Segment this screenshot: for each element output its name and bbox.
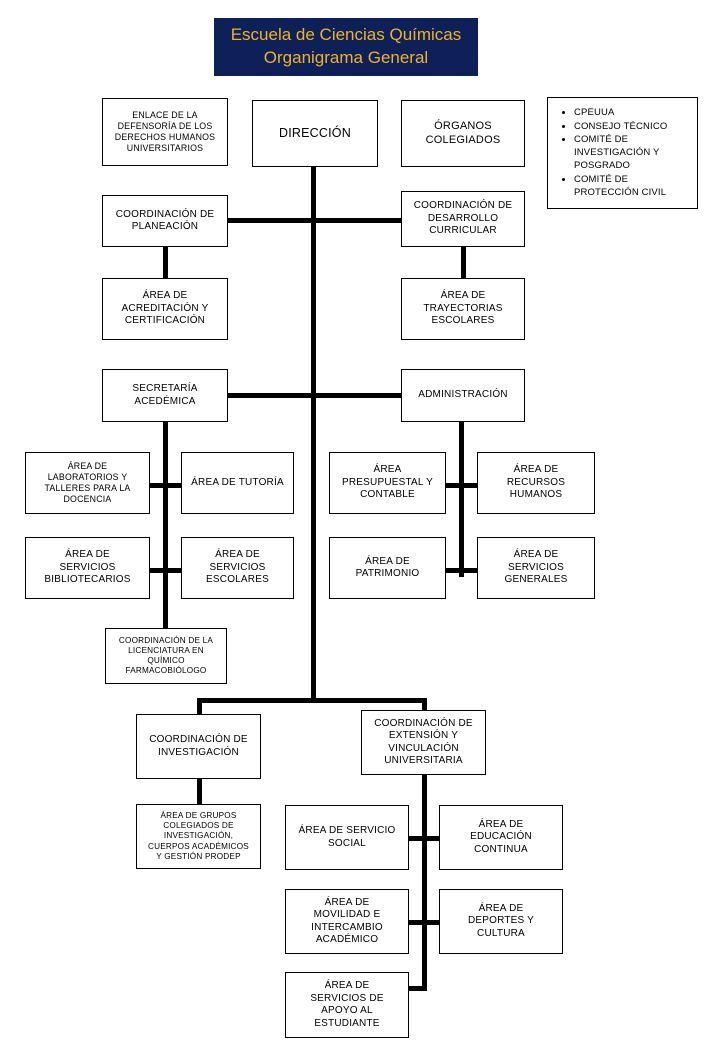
connector-extension-servicio-social: [409, 836, 426, 841]
node-area-grupos-colegiados[interactable]: ÁREA DE GRUPOS COLEGIADOS DE INVESTIGACI…: [136, 804, 261, 869]
node-area-laboratorios[interactable]: ÁREA DE LABORATORIOS Y TALLERES PARA LA …: [25, 452, 150, 514]
connector-extension-apoyo: [409, 986, 427, 991]
node-area-servicios-bibliotecarios[interactable]: ÁREA DE SERVICIOS BIBLIOTECARIOS: [25, 537, 150, 599]
node-area-recursos-humanos[interactable]: ÁREA DE RECURSOS HUMANOS: [477, 452, 595, 514]
connector-administracion-patrimonio: [446, 568, 463, 573]
node-enlace-defensoria[interactable]: ENLACE DE LA DEFENSORÍA DE LOS DERECHOS …: [102, 98, 228, 166]
chart-title-line-2: Organigrama General: [263, 48, 429, 67]
node-organos-colegiados[interactable]: ÓRGANOS COLEGIADOS: [401, 100, 525, 167]
connector-secretaria-laboratorios: [150, 483, 167, 488]
node-secretaria-academica[interactable]: SECRETARÍA ACEDÉMICA: [102, 369, 228, 422]
connector-direccion-planeacion: [228, 218, 316, 223]
connector-bottom-branch-bar: [197, 698, 427, 703]
connector-administracion-presupuestal: [446, 483, 463, 488]
connector-direccion-secretaria: [228, 393, 316, 398]
node-direccion[interactable]: DIRECCIÓN: [252, 100, 378, 167]
connector-spine-main: [311, 167, 316, 702]
node-area-tutoria[interactable]: ÁREA DE TUTORÍA: [181, 452, 294, 514]
connector-branch-investigacion: [197, 698, 202, 715]
node-area-apoyo-estudiante[interactable]: ÁREA DE SERVICIOS DE APOYO AL ESTUDIANTE: [285, 972, 409, 1038]
connector-administracion-spine: [459, 422, 464, 577]
list-item-cpeuua[interactable]: CPEUUA: [574, 106, 691, 119]
node-area-servicios-escolares[interactable]: ÁREA DE SERVICIOS ESCOLARES: [181, 537, 294, 599]
chart-title-banner: Escuela de Ciencias Químicas Organigrama…: [214, 18, 478, 76]
connector-branch-extension: [422, 698, 427, 710]
list-item-consejo-tecnico[interactable]: CONSEJO TÉCNICO: [574, 120, 691, 133]
connector-desarrollo-trayectorias: [461, 247, 466, 279]
connector-administracion-recursos: [459, 483, 477, 488]
connector-extension-movilidad: [409, 920, 426, 925]
node-area-servicios-generales[interactable]: ÁREA DE SERVICIOS GENERALES: [477, 537, 595, 599]
connector-secretaria-spine: [163, 422, 168, 622]
connector-administracion-generales: [459, 568, 477, 573]
node-coordinacion-extension[interactable]: COORDINACIÓN DE EXTENSIÓN Y VINCULACIÓN …: [361, 710, 486, 775]
connector-direccion-desarrollo: [311, 218, 401, 223]
list-item-comite-investigacion[interactable]: COMITÉ DE INVESTIGACIÓN Y POSGRADO: [574, 133, 691, 172]
chart-title-line-1: Escuela de Ciencias Químicas: [230, 25, 462, 45]
list-item-comite-proteccion-civil[interactable]: COMITÉ DE PROTECCIÓN CIVIL: [574, 173, 691, 199]
node-area-movilidad[interactable]: ÁREA DE MOVILIDAD E INTERCAMBIO ACADÉMIC…: [285, 889, 409, 954]
node-administracion[interactable]: ADMINISTRACIÓN: [401, 369, 525, 422]
node-area-acreditacion[interactable]: ÁREA DE ACREDITACIÓN Y CERTIFICACIÓN: [102, 278, 228, 340]
connector-secretaria-bibliotecarios: [150, 568, 167, 573]
organos-colegiados-list[interactable]: CPEUUA CONSEJO TÉCNICO COMITÉ DE INVESTI…: [547, 97, 698, 209]
connector-direccion-administracion: [311, 393, 401, 398]
connector-secretaria-licenciatura: [163, 618, 168, 630]
connector-extension-deportes: [422, 920, 440, 925]
connector-planeacion-acreditacion: [163, 247, 168, 279]
node-coordinacion-planeacion[interactable]: COORDINACIÓN DE PLANEACIÓN: [102, 195, 228, 247]
connector-secretaria-escolares: [163, 568, 181, 573]
connector-secretaria-tutoria: [163, 483, 181, 488]
node-coordinacion-licenciatura-qfb[interactable]: COORDINACIÓN DE LA LICENCIATURA EN QUÍMI…: [105, 628, 227, 684]
node-coordinacion-desarrollo-curricular[interactable]: COORDINACIÓN DE DESARROLLO CURRICULAR: [401, 191, 525, 247]
connector-investigacion-grupos: [197, 778, 202, 805]
connector-extension-spine: [422, 775, 427, 990]
node-area-educacion-continua[interactable]: ÁREA DE EDUCACIÓN CONTINUA: [439, 805, 563, 870]
node-coordinacion-investigacion[interactable]: COORDINACIÓN DE INVESTIGACIÓN: [136, 714, 261, 779]
node-area-trayectorias[interactable]: ÁREA DE TRAYECTORIAS ESCOLARES: [401, 278, 525, 340]
connector-extension-educacion: [422, 836, 440, 841]
node-area-servicio-social[interactable]: ÁREA DE SERVICIO SOCIAL: [285, 805, 409, 870]
node-area-patrimonio[interactable]: ÁREA DE PATRIMONIO: [329, 537, 446, 599]
node-area-presupuestal[interactable]: ÁREA PRESUPUESTAL Y CONTABLE: [329, 452, 446, 514]
node-area-deportes-cultura[interactable]: ÁREA DE DEPORTES Y CULTURA: [439, 889, 563, 954]
